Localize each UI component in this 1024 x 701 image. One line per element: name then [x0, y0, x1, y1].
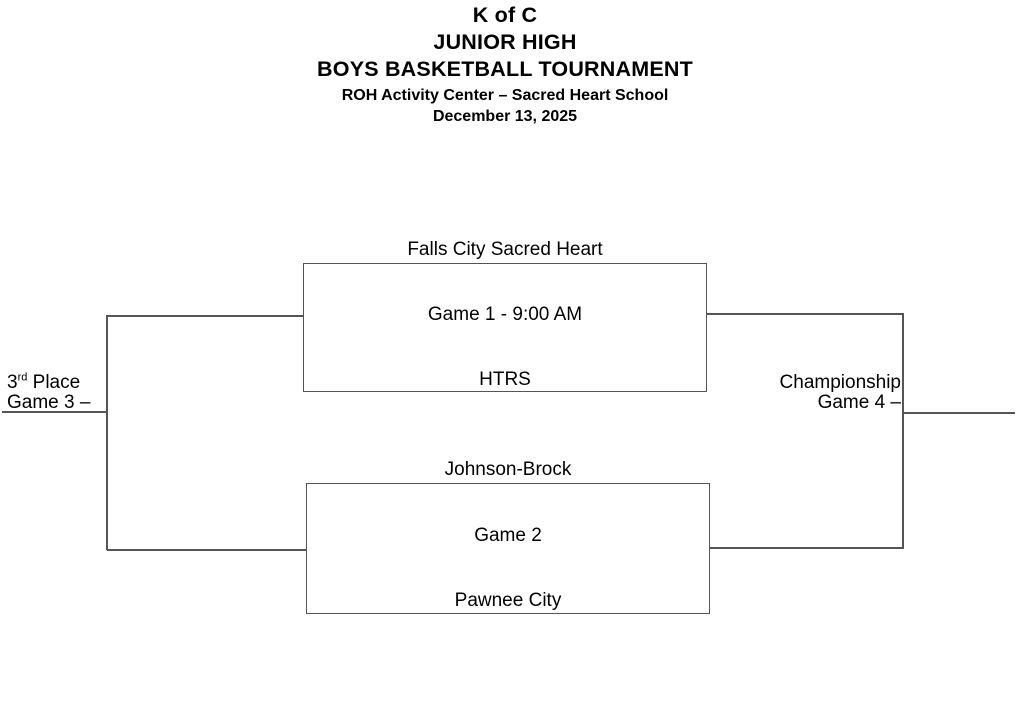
connector-left-top-line	[107, 315, 304, 317]
tournament-subtitle-block: ROH Activity Center – Sacred Heart Schoo…	[0, 86, 1010, 127]
tournament-header: K of C JUNIOR HIGH BOYS BASKETBALL TOURN…	[0, 2, 1010, 127]
connector-right-top-line	[706, 313, 903, 315]
connector-right-vertical-line	[902, 313, 904, 549]
game2-label: Game 2	[474, 525, 542, 546]
championship-winner-line	[903, 412, 1015, 414]
third-place-game-label: Game 3 –	[7, 392, 91, 413]
third-place-ordinal-suffix: rd	[17, 371, 28, 384]
third-place-title: 3rd Place	[7, 371, 90, 393]
connector-left-bottom-line	[107, 549, 307, 551]
tournament-title-line-1: K of C	[472, 3, 538, 27]
venue-line: ROH Activity Center – Sacred Heart Schoo…	[341, 87, 669, 104]
third-place-number: 3	[7, 372, 18, 393]
game1-top-team-label: Falls City Sacred Heart	[407, 239, 603, 260]
game2-top-team-label: Johnson-Brock	[444, 459, 572, 480]
game2-bottom-team-label: Pawnee City	[454, 590, 562, 611]
connector-right-bottom-line	[709, 547, 903, 549]
third-place-label: 3rd Place Game 3 –	[7, 371, 91, 413]
game1-bottom-team-label: HTRS	[479, 369, 531, 390]
championship-label: Championship Game 4 –	[780, 373, 901, 413]
tournament-title-line-2: JUNIOR HIGH	[433, 30, 577, 54]
third-place-winner-line	[2, 411, 107, 413]
third-place-text: Place	[27, 372, 81, 393]
game1-box	[303, 263, 707, 392]
connector-left-vertical-line	[106, 315, 108, 550]
date-line: December 13, 2025	[432, 107, 578, 125]
championship-game-label: Game 4 –	[817, 392, 901, 413]
game1-label: Game 1 - 9:00 AM	[427, 304, 583, 325]
tournament-title-line-3: BOYS BASKETBALL TOURNAMENT	[317, 57, 693, 81]
game2-box	[306, 483, 710, 614]
championship-title: Championship	[779, 372, 901, 393]
